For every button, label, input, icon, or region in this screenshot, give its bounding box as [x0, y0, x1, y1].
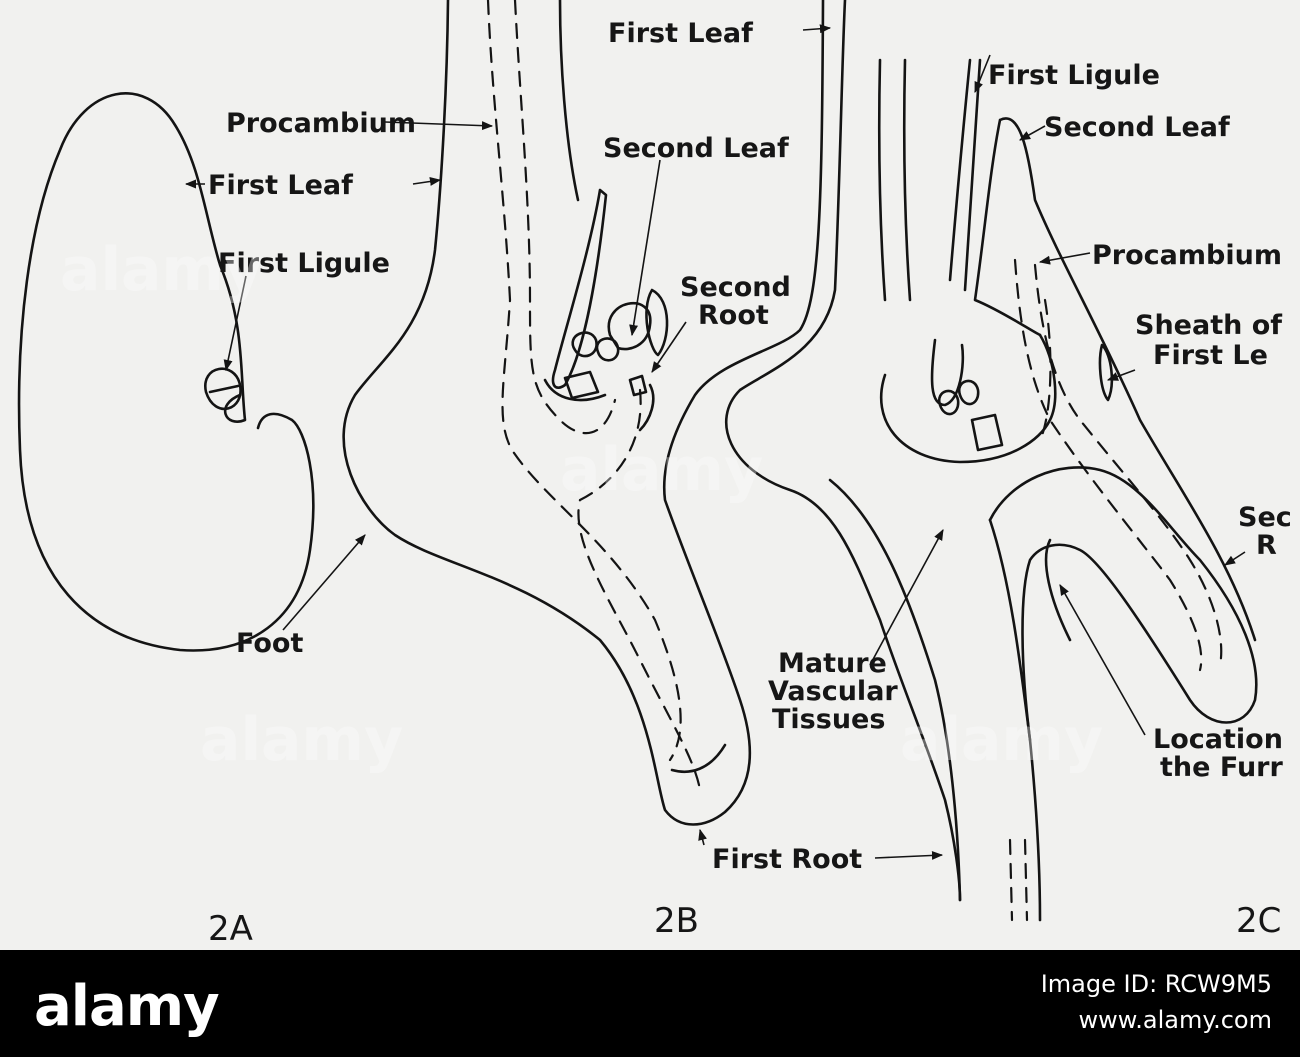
embryo-outline-2c-right [973, 117, 1257, 642]
panel-2c-drawing [724, 0, 1258, 922]
first-root-cap-2b [563, 370, 600, 400]
alamy-logo: alamy [34, 974, 220, 1039]
embryo-outline-2a [17, 92, 315, 652]
inner-stem-2c-a [877, 58, 887, 302]
panel-label-2c: 2C [1236, 901, 1281, 941]
pointer-c-mature-vascular [869, 529, 944, 666]
label-layer: Procambium First Leaf First Ligule Foot … [208, 18, 1292, 949]
label-b-first-leaf: First Leaf [608, 18, 753, 49]
root-body-2c-left [828, 478, 962, 902]
procambium-dash-2b-b [513, 0, 617, 435]
inner-stem-2c-b [902, 58, 912, 302]
embryo-diagram: Procambium First Leaf First Ligule Foot … [17, 0, 1292, 949]
apex-curve-2b [543, 378, 655, 432]
pointer-c-first-ligule [974, 54, 991, 94]
root-cap-2c [970, 413, 1004, 452]
label-b-second-leaf: Second Leaf [603, 133, 789, 164]
image-id-block: Image ID: RCW9M5 www.alamy.com [1041, 966, 1272, 1038]
watermark-text: alamy [60, 235, 263, 305]
watermark-text: alamy [200, 705, 403, 775]
stock-footer-bar: alamy Image ID: RCW9M5 www.alamy.com [0, 950, 1300, 1057]
label-b-second-root-line1: Second [680, 272, 791, 303]
pointer-c-procambium [1038, 252, 1091, 265]
pointer-c-sheath [1106, 369, 1136, 381]
furrow-2c [1044, 538, 1072, 642]
pointer-a-procambium [384, 121, 494, 131]
pointer-a-foot [282, 534, 366, 631]
pointer-a-first-ligule [223, 275, 247, 372]
first-ligule-2c [948, 58, 982, 292]
watermark-layer: alamy alamy alamy alamy [60, 235, 1103, 775]
label-c-procambium: Procambium [1092, 240, 1282, 271]
panel-2a-drawing [17, 92, 315, 652]
label-a-first-ligule: First Ligule [218, 248, 390, 279]
pointer-c-second-root [1224, 551, 1246, 566]
pointer-a-first-leaf-right [412, 177, 442, 186]
figure-canvas: Procambium First Leaf First Ligule Foot … [0, 0, 1300, 950]
panel-2b-drawing [342, 0, 825, 826]
pointer-b-second-leaf [629, 159, 661, 337]
watermark-text: alamy [560, 435, 763, 505]
procambium-dash-2b-a [486, 0, 682, 762]
leaf-sheath-2c [930, 338, 965, 407]
pointer-c-second-leaf [1019, 125, 1046, 141]
root-channel-2b [670, 743, 727, 774]
procambium-dash-2b-c [577, 388, 702, 792]
label-c-second-leaf: Second Leaf [1044, 112, 1230, 143]
label-c-location-line1: Location [1153, 724, 1283, 755]
panel-label-2b: 2B [654, 901, 699, 941]
pointer-lines [184, 24, 1246, 860]
label-b-first-root: First Root [712, 844, 862, 875]
pointer-b-second-root [651, 321, 687, 373]
embryo-outline-2c-left [724, 0, 962, 902]
pointer-b-first-root-up [698, 828, 707, 846]
label-a-first-leaf: First Leaf [208, 170, 353, 201]
procambium-dash-2c-b [1033, 263, 1223, 667]
second-leaf-2b [607, 301, 652, 351]
second-root-2c [988, 466, 1258, 742]
sheath-first-leaf-2c [1098, 343, 1114, 402]
label-c-location-line2: the Furr [1160, 752, 1283, 783]
embryo-outline-2b-left [342, 0, 825, 826]
image-id-text: Image ID: RCW9M5 [1040, 970, 1272, 998]
pointer-c-furrow [1059, 584, 1146, 736]
pointer-b-first-leaf [802, 24, 832, 34]
first-ligule-2a [204, 367, 242, 411]
label-a-foot: Foot [236, 628, 303, 659]
label-c-mature-line2: Vascular [768, 676, 898, 707]
leaf-sheath-2b [551, 188, 608, 389]
second-root-cap-2b [628, 374, 648, 397]
label-a-procambium: Procambium [226, 108, 416, 139]
label-c-second-root-line2: R [1256, 530, 1277, 561]
apex-cells-2c [937, 379, 980, 416]
label-b-second-root-line2: Root [698, 300, 769, 331]
label-c-mature-line1: Mature [778, 648, 887, 679]
label-c-sheath-line1: Sheath of [1135, 310, 1282, 341]
second-leaf-sheath-2b [645, 288, 669, 357]
label-c-sheath-line2: First Le [1153, 340, 1268, 371]
apex-cells-2b [571, 331, 620, 362]
watermark-text: alamy [900, 705, 1103, 775]
site-url-text: www.alamy.com [1078, 1006, 1272, 1034]
first-leaf-inner-2b [558, 0, 580, 202]
label-c-second-root-line1: Sec [1238, 502, 1292, 533]
apical-body-2c [879, 333, 1057, 464]
label-c-first-ligule: First Ligule [988, 60, 1160, 91]
pointer-b-first-root-right [874, 850, 944, 860]
procambium-dash-2c-d [1008, 838, 1029, 922]
procambium-dash-2c-a [1013, 258, 1203, 672]
label-c-mature-line3: Tissues [772, 704, 885, 735]
panel-label-2a: 2A [208, 909, 253, 949]
procambium-dash-2c-c [1038, 298, 1052, 442]
